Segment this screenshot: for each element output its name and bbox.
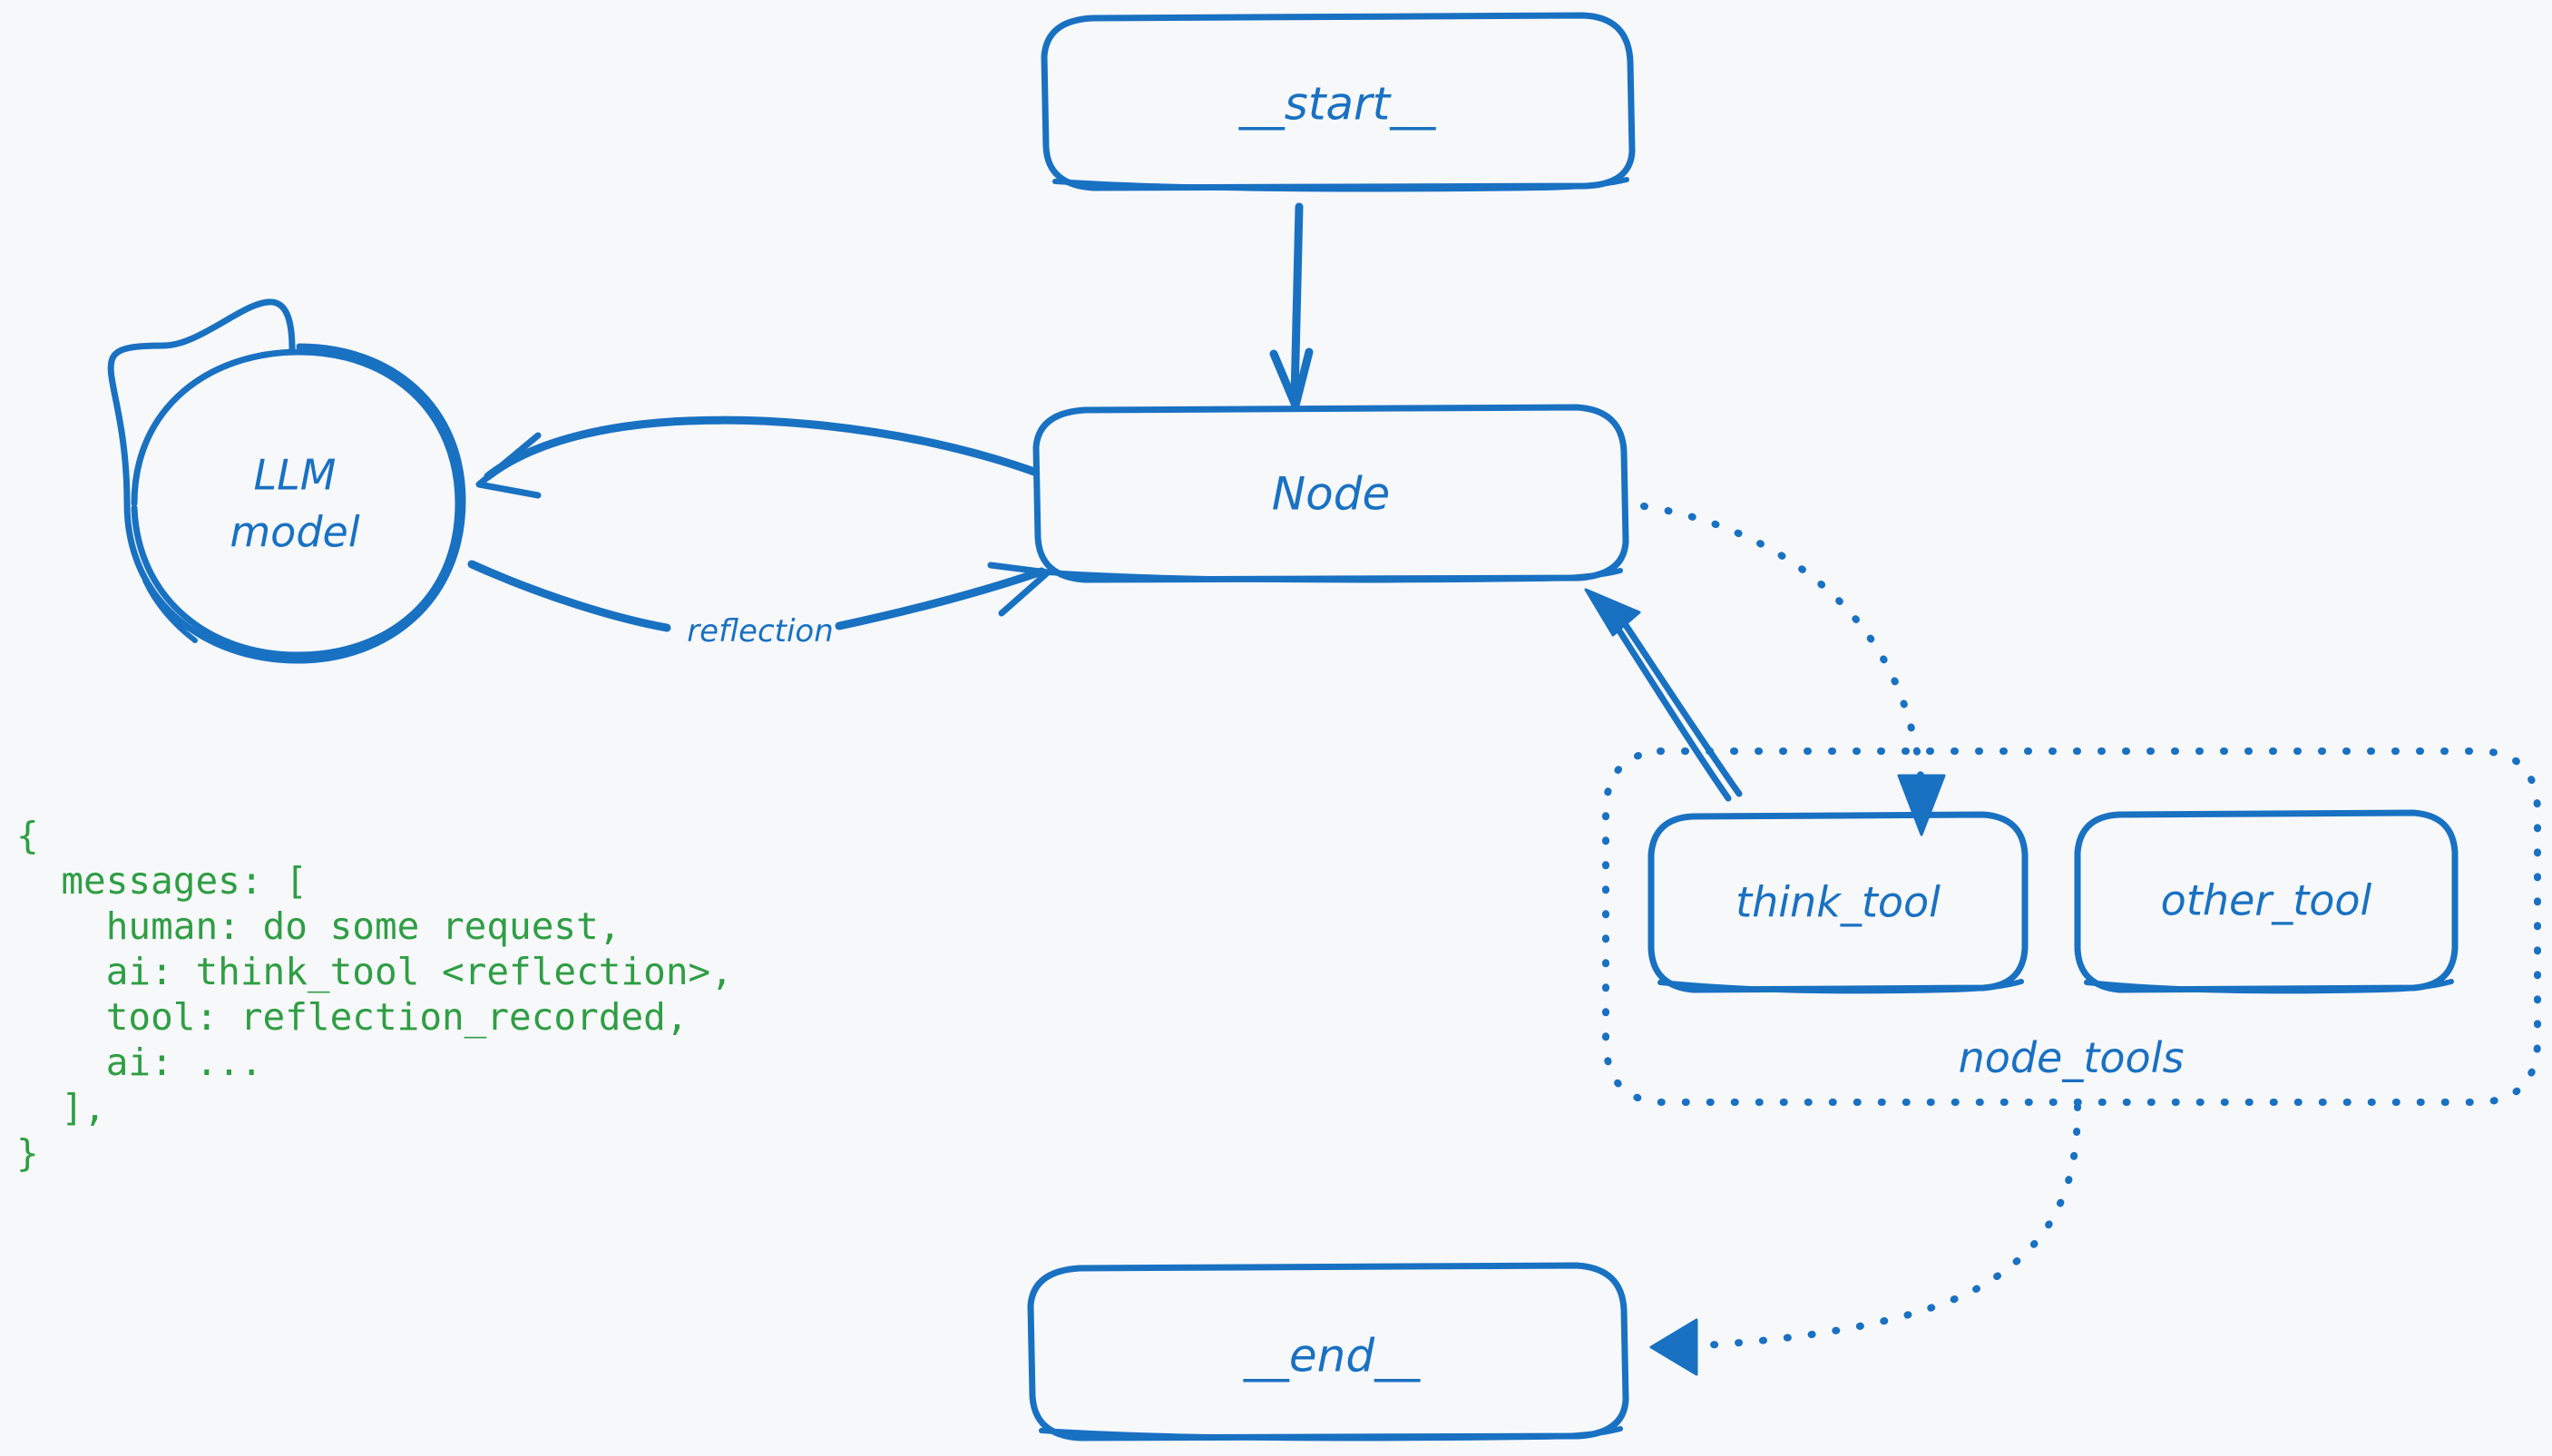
node-end-outline-sketch2	[1039, 1426, 1623, 1441]
node-start-outline-sketch2	[1052, 177, 1629, 192]
node-start[interactable]: __start__	[1041, 12, 1636, 192]
edge-node-to-llm-line	[484, 415, 1039, 481]
edge-llm-to-node-arrowhead	[987, 562, 1051, 617]
edge-node-to-tools-arrowhead	[1897, 774, 1946, 836]
node-end-label: __end__	[1243, 1330, 1421, 1383]
edge-tools-to-node-line-b	[1609, 602, 1743, 797]
edge-tools-to-node	[1584, 588, 1743, 802]
edge-llm-to-node-line-right	[835, 567, 1046, 630]
node-think-tool-label: think_tool	[1736, 878, 1941, 927]
node-node[interactable]: Node	[1032, 404, 1629, 583]
group-node-tools: node_tools	[1602, 748, 2541, 1106]
node-think-tool[interactable]: think_tool	[1648, 811, 2029, 994]
edge-node-to-llm	[475, 415, 1039, 499]
node-think-tool-outline-sketch2	[1657, 979, 2024, 994]
node-node-outline-sketch2	[1045, 568, 1623, 583]
edge-tools-to-end	[1649, 1103, 2081, 1376]
edge-tools-to-end-arrowhead	[1649, 1318, 1698, 1376]
node-other-tool-label: other_tool	[2161, 876, 2372, 925]
edge-llm-to-node: reflection	[467, 560, 1051, 650]
group-node-tools-label: node_tools	[1959, 1033, 2185, 1082]
edge-start-to-node-arrowhead	[1269, 347, 1314, 410]
edge-llm-to-node-line-left	[467, 560, 671, 632]
node-llm[interactable]: LLM model	[107, 298, 466, 664]
node-end[interactable]: __end__	[1027, 1262, 1629, 1441]
state-code-block: { messages: [ human: do some request, ai…	[16, 814, 733, 1175]
node-start-label: __start__	[1238, 78, 1436, 131]
group-node-tools-outline	[1602, 748, 2541, 1106]
edge-tools-to-node-arrowhead	[1584, 588, 1641, 637]
edge-tools-to-node-line-a	[1602, 606, 1732, 802]
edge-node-to-llm-arrowhead	[475, 432, 542, 499]
edge-start-to-node	[1269, 202, 1314, 410]
node-llm-label-line1: LLM	[254, 451, 337, 500]
node-llm-outline-sketch2	[131, 348, 462, 659]
node-llm-label-line2: model	[230, 508, 359, 557]
edge-tools-to-end-line	[1700, 1103, 2081, 1349]
node-other-tool-outline-sketch2	[2084, 979, 2454, 994]
edge-start-to-node-line	[1290, 202, 1304, 401]
node-llm-outline-sketch3	[142, 578, 198, 643]
edge-llm-to-node-label: reflection	[687, 613, 834, 650]
edge-node-to-tools	[1640, 503, 1946, 836]
node-llm-outline	[107, 298, 466, 664]
node-other-tool[interactable]: other_tool	[2074, 809, 2459, 994]
node-node-label: Node	[1272, 468, 1391, 521]
